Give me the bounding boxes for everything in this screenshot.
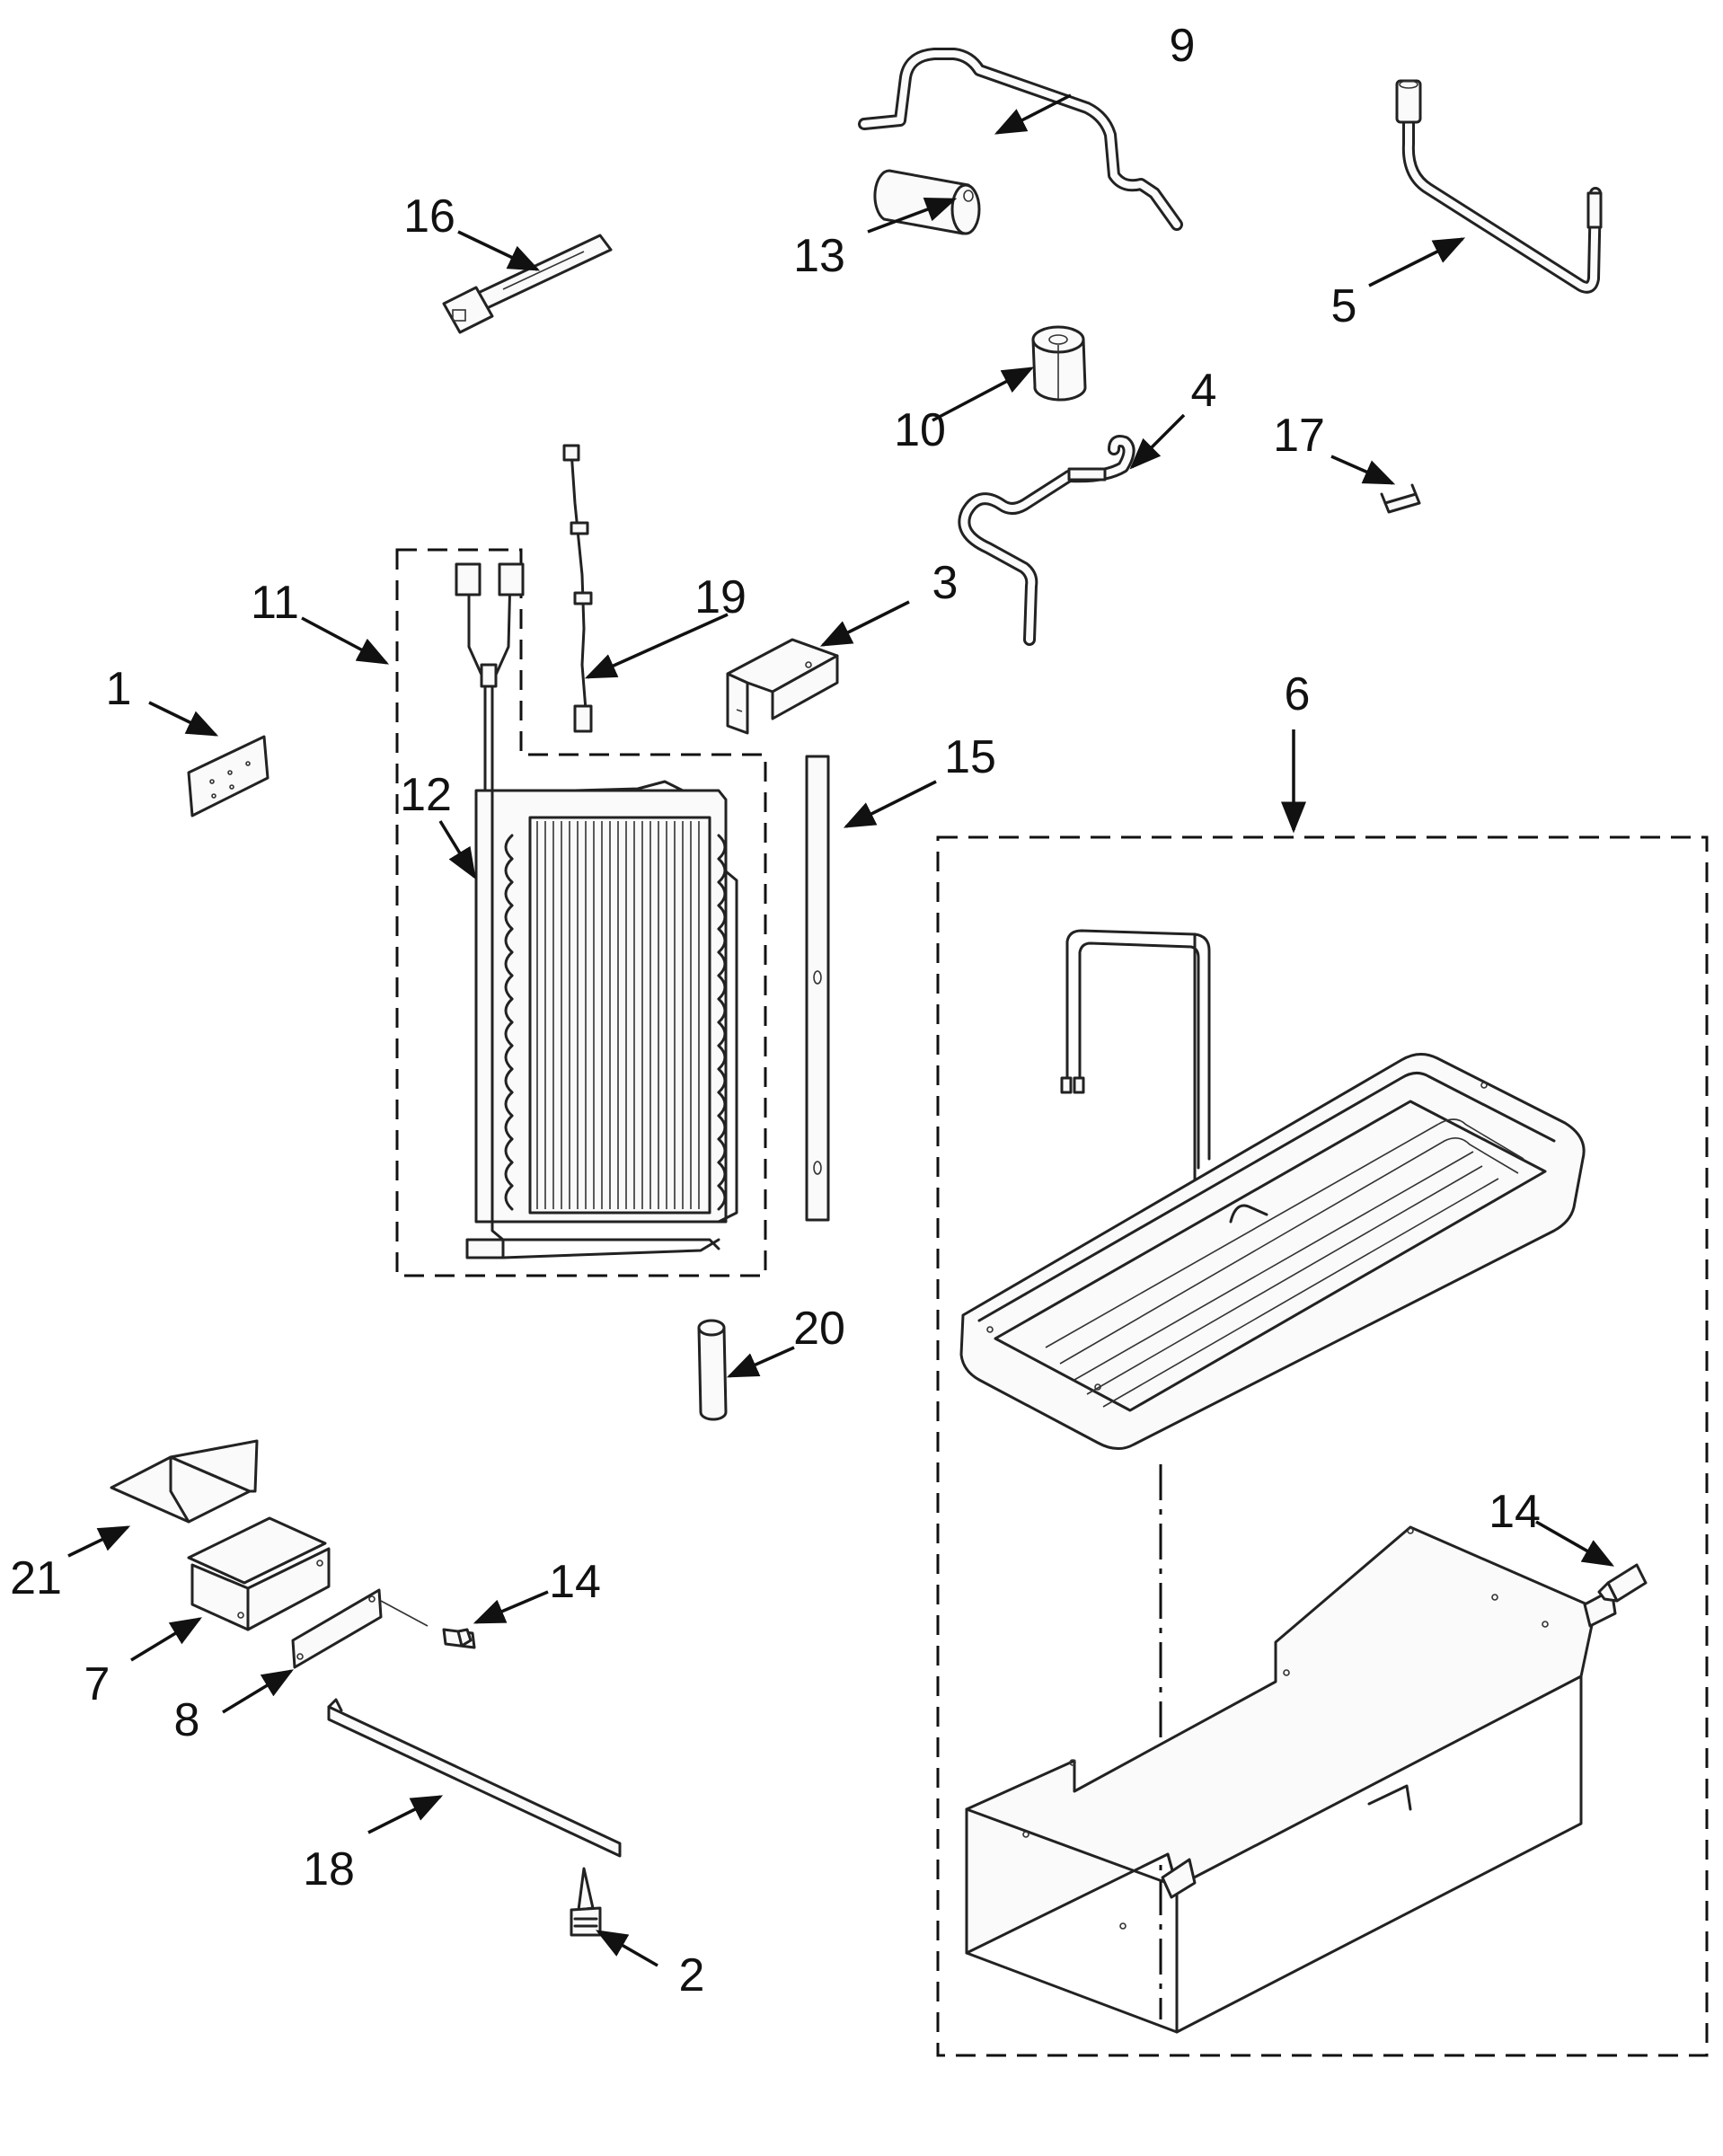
callout-10: 10 xyxy=(894,404,946,456)
condenser-coil-loop xyxy=(717,880,727,907)
callout-11: 11 xyxy=(251,577,299,629)
part-9-tube xyxy=(858,48,1183,231)
condenser-coil-loop xyxy=(717,1021,727,1047)
part-1-pad xyxy=(187,735,269,817)
condenser-coil-loop xyxy=(717,1161,727,1188)
part-5-u-tube xyxy=(1395,79,1603,294)
condenser-coil-loop xyxy=(504,1184,514,1211)
condenser-coil-loop xyxy=(504,880,514,907)
condenser-coil-loop xyxy=(717,1091,727,1118)
condenser-coil-loop xyxy=(717,1067,727,1094)
condenser-coil-loop xyxy=(504,1067,514,1094)
condenser-coil-loop xyxy=(717,974,727,1001)
condenser-coils xyxy=(504,834,727,1211)
callout-15: 15 xyxy=(944,731,996,783)
callout-6: 6 xyxy=(1285,668,1311,720)
part-14-screw-left xyxy=(442,1628,476,1649)
condenser-coil-loop xyxy=(717,1044,727,1071)
part-7-box-bracket xyxy=(187,1516,331,1631)
part-17-clip xyxy=(1380,483,1421,514)
condenser-coil-loop xyxy=(717,1137,727,1164)
callout-14-left: 14 xyxy=(549,1556,601,1608)
part-14-screw-right xyxy=(1597,1563,1648,1603)
part-2-screw xyxy=(570,1867,602,1937)
part-21-cover xyxy=(110,1439,259,1524)
condenser-coil-loop xyxy=(717,1114,727,1141)
part-15-strip xyxy=(805,755,830,1222)
part-6-drain-pan-assembly xyxy=(936,835,1709,2057)
condenser-coil-loop xyxy=(504,857,514,884)
condenser-coil-loop xyxy=(504,1161,514,1188)
condenser-coil-loop xyxy=(504,927,514,954)
part-3-bracket xyxy=(726,638,839,735)
callout-3: 3 xyxy=(932,557,959,609)
callout-20: 20 xyxy=(793,1303,845,1355)
callout-7: 7 xyxy=(84,1658,110,1710)
condenser-coil-loop xyxy=(717,950,727,977)
part-18-rail xyxy=(327,1698,622,1858)
condenser-coil-loop xyxy=(504,1114,514,1141)
callout-8: 8 xyxy=(174,1694,200,1746)
condenser-coil-loop xyxy=(717,904,727,931)
condenser-coil-loop xyxy=(504,974,514,1001)
callout-13: 13 xyxy=(793,230,845,282)
condenser-coil-loop xyxy=(717,1184,727,1211)
part-8-plate xyxy=(291,1588,429,1669)
condenser-coil-loop xyxy=(504,997,514,1024)
condenser-coil-loop xyxy=(717,997,727,1024)
part-11-condenser-assembly xyxy=(395,548,767,1277)
callout-4: 4 xyxy=(1191,365,1217,417)
callout-17: 17 xyxy=(1273,410,1325,462)
callout-arrows xyxy=(67,93,1615,1967)
condenser-coil-loop xyxy=(504,1137,514,1164)
condenser-coil-loop xyxy=(504,1021,514,1047)
callout-12: 12 xyxy=(400,769,452,821)
callout-14-right: 14 xyxy=(1489,1486,1541,1538)
condenser-coil-loop xyxy=(504,1044,514,1071)
condenser-fins xyxy=(536,821,700,1209)
condenser-coil-loop xyxy=(717,834,727,861)
callout-19: 19 xyxy=(694,571,747,623)
part-4-bent-tube xyxy=(958,435,1135,646)
part-19-wire-harness xyxy=(562,444,593,733)
callout-16: 16 xyxy=(403,190,455,243)
condenser-coil-loop xyxy=(717,927,727,954)
part-16-cable-tie xyxy=(442,234,613,334)
callout-5: 5 xyxy=(1331,280,1357,332)
callout-9: 9 xyxy=(1170,20,1196,72)
callout-18: 18 xyxy=(303,1843,355,1895)
callout-1: 1 xyxy=(106,663,132,715)
condenser-coil-loop xyxy=(504,834,514,861)
part-20-tube xyxy=(697,1319,728,1421)
condenser-coil-loop xyxy=(504,904,514,931)
callout-labels: 1 2 3 4 5 6 7 8 9 10 11 12 13 14 14 15 1… xyxy=(10,20,1541,2001)
part-10-split-sleeve xyxy=(1031,325,1087,402)
condenser-coil-loop xyxy=(504,950,514,977)
callout-21: 21 xyxy=(10,1552,62,1604)
condenser-coil-loop xyxy=(504,1091,514,1118)
callout-2: 2 xyxy=(679,1949,705,2001)
